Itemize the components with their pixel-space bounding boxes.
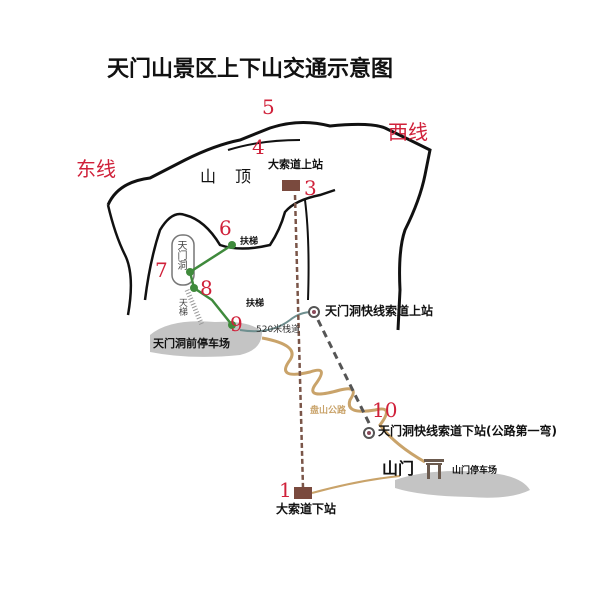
mountain-outline (106, 121, 432, 331)
mountain-outline-west (106, 204, 133, 316)
escalator-label-1: 扶梯 (240, 237, 259, 247)
west-line-label: 西线 (388, 120, 428, 144)
sky-stairs-label: 天梯 (176, 298, 187, 316)
plank-road-label: 520米栈道 (256, 325, 301, 335)
big-cableway (293, 194, 305, 489)
marker-3: 3 (304, 176, 317, 200)
summit-shan: 山 (200, 167, 217, 186)
marker-7: 7 (155, 258, 168, 282)
cave-outline (171, 234, 195, 286)
cave-parking-label: 天门洞前停车场 (153, 337, 230, 350)
mountain-outline-inner (143, 188, 336, 301)
express-lower-label: 天门洞快线索道下站(公路第一弯) (378, 424, 557, 438)
mountain-outline-ridge (304, 199, 310, 301)
tianmen-cave-label: 天门洞 (175, 240, 186, 270)
express-cableway (316, 319, 372, 426)
escalator-node (228, 241, 236, 249)
mountain-outline-top (227, 139, 301, 151)
map-title: 天门山景区上下山交通示意图 (107, 57, 394, 82)
cave-parking-area (150, 321, 262, 357)
marker-8: 8 (200, 276, 213, 300)
express-upper-label: 天门洞快线索道上站 (325, 304, 434, 318)
escalator-node (228, 321, 236, 329)
gate-road (311, 475, 401, 494)
express-upper-station-dot (312, 310, 316, 314)
marker-6: 6 (219, 216, 232, 240)
mountain-road-label: 盘山公路 (310, 406, 347, 416)
marker-5: 5 (262, 95, 275, 119)
big-cable-lower-label: 大索道下站 (276, 502, 337, 516)
marker-10: 10 (372, 398, 398, 422)
east-line-label: 东线 (76, 157, 116, 181)
marker-1: 1 (279, 478, 292, 502)
plank-road (239, 311, 313, 333)
express-lower-station-dot (367, 431, 371, 435)
marker-9: 9 (230, 312, 243, 336)
gate-label: 山门 (382, 459, 415, 478)
gate-icon (424, 459, 444, 479)
escalator-node (186, 268, 194, 276)
mountain-road (261, 336, 426, 464)
marker-4: 4 (252, 135, 265, 159)
big-cable-lower-station[interactable] (294, 487, 312, 499)
big-cable-upper-label: 大索道上站 (268, 158, 323, 171)
summit-ding: 顶 (235, 167, 252, 186)
sky-stairs (184, 289, 205, 326)
gate-parking-label: 山门停车场 (452, 466, 498, 476)
big-cable-upper-station[interactable] (282, 180, 300, 191)
escalator-label-2: 扶梯 (246, 299, 265, 309)
escalator-node (190, 284, 198, 292)
